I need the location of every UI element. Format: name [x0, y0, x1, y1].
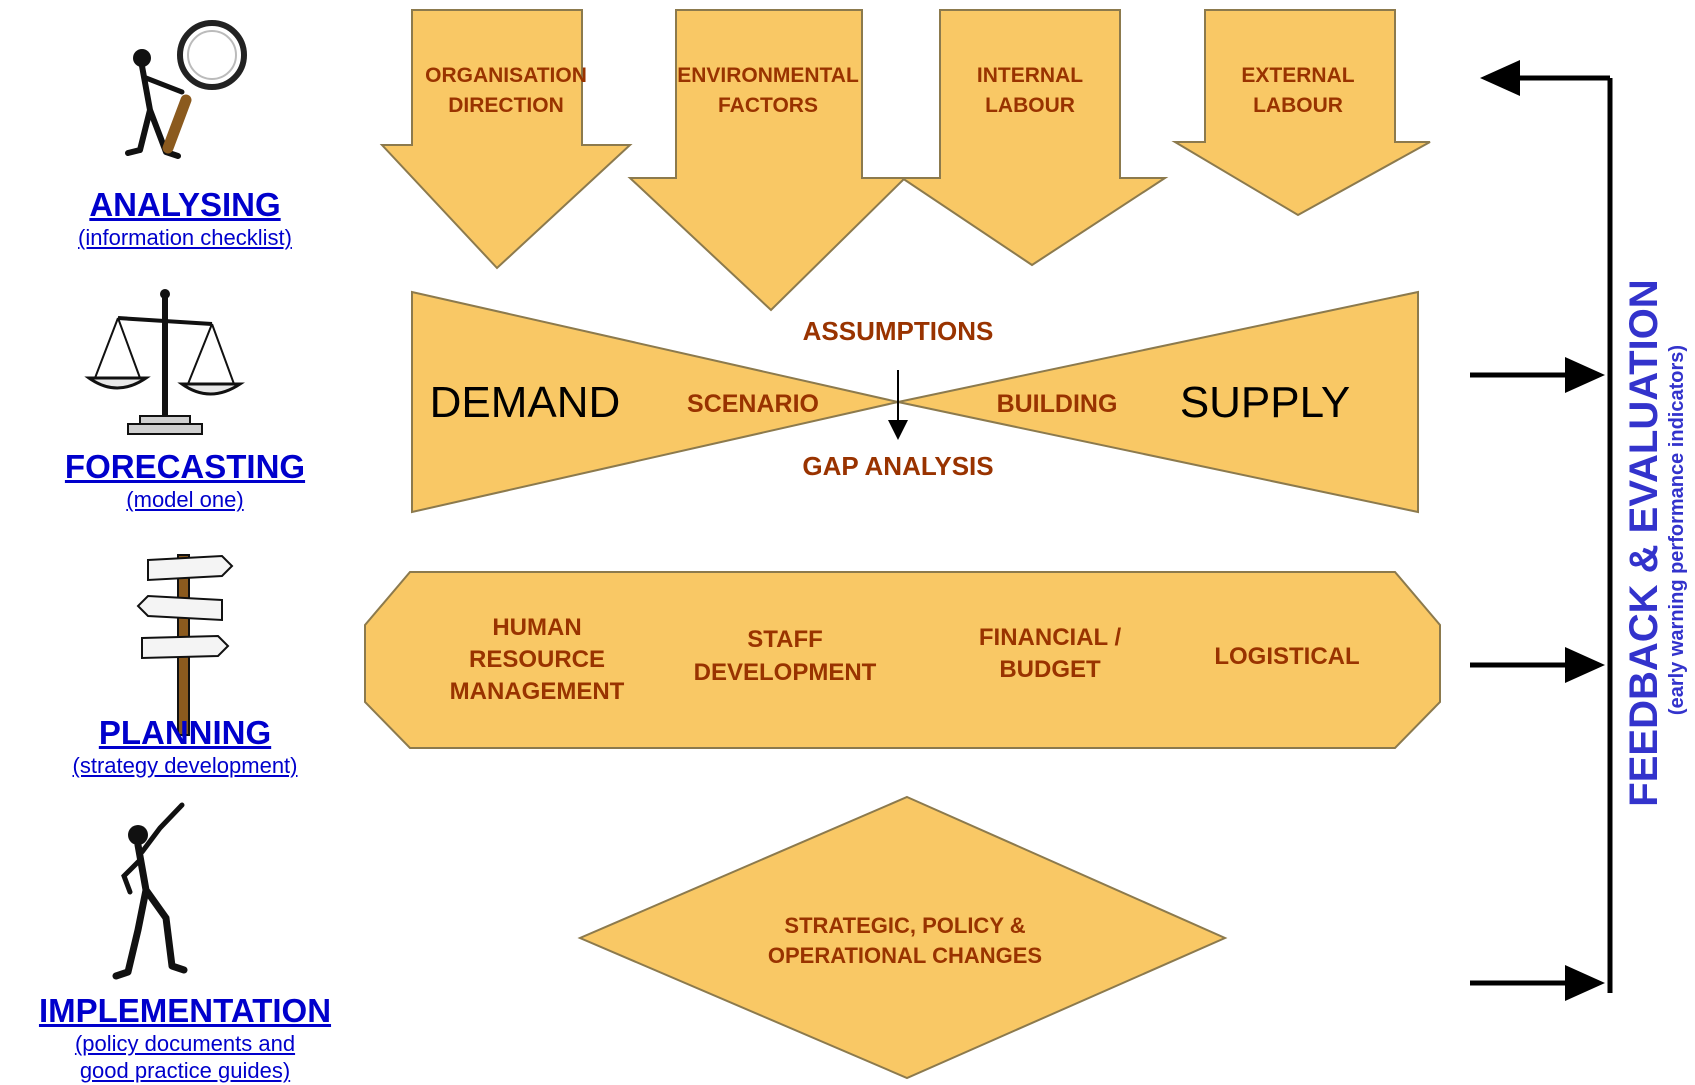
stage-subtitle-link[interactable]: (information checklist) [78, 225, 292, 250]
input-label: DIRECTION [448, 94, 564, 117]
stage-title-link[interactable]: ANALYSING [89, 186, 281, 223]
signpost-icon [136, 554, 234, 736]
input-label: ENVIRONMENTAL [677, 64, 859, 87]
scenario-label: SCENARIO [687, 390, 819, 418]
assumptions-label: ASSUMPTIONS [803, 316, 994, 346]
stage-implementation: IMPLEMENTATION (policy documents and goo… [0, 992, 370, 1084]
planning-banner: HUMAN RESOURCE MANAGEMENT STAFF DEVELOPM… [364, 571, 1441, 749]
stage-analysing: ANALYSING (information checklist) [0, 186, 370, 251]
input-arrow-external-labour: EXTERNAL LABOUR [1171, 9, 1431, 217]
feedback-loop: FEEDBACK & EVALUATION (early warning per… [1470, 60, 1688, 1001]
demand-label: DEMAND [430, 378, 621, 427]
input-arrow-organisation-direction: ORGANISATION DIRECTION [379, 9, 633, 270]
planning-label: FINANCIAL / [979, 624, 1122, 651]
supply-label: SUPPLY [1180, 378, 1350, 427]
scales-icon [84, 289, 245, 435]
implementation-diamond: STRATEGIC, POLICY & OPERATIONAL CHANGES [577, 795, 1228, 1080]
demand-triangle [411, 290, 899, 514]
input-arrow-environmental-factors: ENVIRONMENTAL FACTORS [627, 9, 908, 312]
input-arrow-internal-labour: INTERNAL LABOUR [898, 9, 1169, 267]
stage-planning: PLANNING (strategy development) [0, 714, 370, 779]
pointing-figure-icon [112, 802, 188, 980]
magnifying-glass-figure-icon [125, 20, 247, 159]
input-label: LABOUR [985, 94, 1075, 117]
input-label: INTERNAL [977, 64, 1083, 87]
feedback-subtitle: (early warning performance indicators) [1666, 345, 1688, 715]
implementation-label: OPERATIONAL CHANGES [768, 943, 1042, 968]
feedback-title: FEEDBACK & EVALUATION [1622, 279, 1666, 806]
input-label: FACTORS [718, 94, 818, 117]
stage-subtitle-link[interactable]: (strategy development) [72, 753, 298, 778]
stage-subtitle-link[interactable]: good practice guides) [79, 1058, 291, 1083]
feedback-arrowhead-top [1480, 60, 1520, 96]
planning-label: RESOURCE [469, 646, 605, 673]
building-label: BUILDING [997, 390, 1118, 418]
stage-subtitle-link[interactable]: (model one) [126, 487, 244, 512]
gap-analysis-label: GAP ANALYSIS [802, 451, 993, 481]
stage-title-link[interactable]: PLANNING [98, 714, 272, 751]
planning-label: STAFF [747, 626, 823, 653]
planning-label: BUDGET [999, 656, 1101, 683]
planning-label: MANAGEMENT [450, 678, 625, 705]
forecast-bowtie: DEMAND SUPPLY ASSUMPTIONS SCENARIO BUILD… [411, 290, 1419, 514]
planning-label: LOGISTICAL [1214, 643, 1359, 670]
stage-title-link[interactable]: FORECASTING [64, 448, 306, 485]
input-label: ORGANISATION [425, 64, 587, 87]
input-label: EXTERNAL [1241, 64, 1354, 87]
planning-label: DEVELOPMENT [694, 659, 877, 686]
planning-label: HUMAN [492, 614, 581, 641]
stage-subtitle-link[interactable]: (policy documents and [74, 1031, 296, 1056]
input-label: LABOUR [1253, 94, 1343, 117]
implementation-label: STRATEGIC, POLICY & [784, 913, 1025, 938]
stage-forecasting: FORECASTING (model one) [0, 448, 370, 513]
supply-triangle [897, 290, 1419, 514]
stage-title-link[interactable]: IMPLEMENTATION [38, 992, 332, 1029]
